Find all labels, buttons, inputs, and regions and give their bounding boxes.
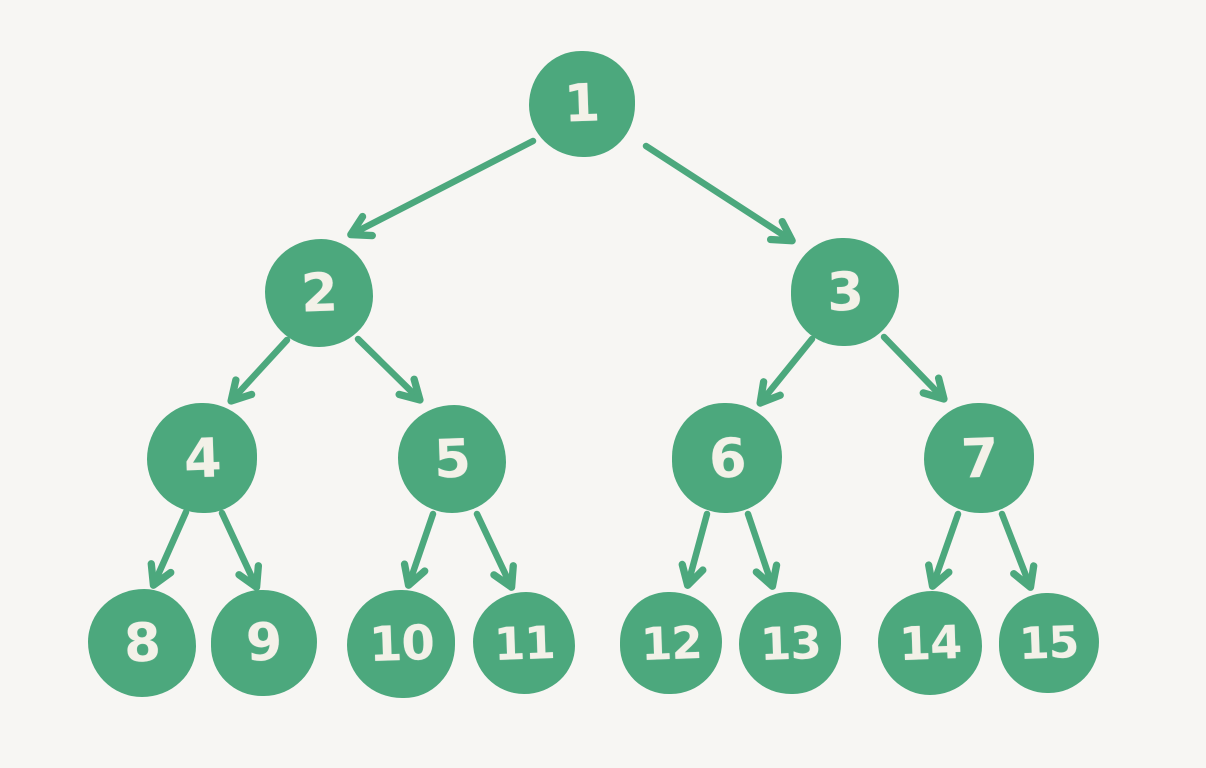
tree-node-label: 11 bbox=[492, 615, 556, 671]
tree-node-1: 1 bbox=[529, 51, 635, 157]
tree-edge-2-5 bbox=[354, 335, 424, 404]
tree-node-label: 12 bbox=[639, 615, 703, 671]
tree-node-label: 7 bbox=[959, 425, 999, 491]
tree-node-label: 10 bbox=[367, 614, 435, 674]
tree-node-label: 5 bbox=[432, 427, 471, 491]
tree-node-label: 14 bbox=[898, 614, 962, 672]
tree-edge-2-4 bbox=[227, 336, 291, 405]
tree-node-2: 2 bbox=[265, 239, 373, 347]
tree-edge-1-3 bbox=[642, 142, 796, 245]
tree-edge-3-7 bbox=[880, 333, 948, 403]
tree-node-15: 15 bbox=[999, 593, 1099, 693]
tree-node-8: 8 bbox=[88, 589, 196, 697]
tree-edge-7-15 bbox=[998, 510, 1038, 591]
tree-edge-6-12 bbox=[678, 510, 711, 589]
tree-node-12: 12 bbox=[620, 592, 722, 694]
tree-node-3: 3 bbox=[791, 238, 899, 346]
tree-node-11: 11 bbox=[473, 592, 575, 694]
tree-edge-5-11 bbox=[473, 510, 517, 591]
tree-node-9: 9 bbox=[211, 590, 317, 696]
tree-node-13: 13 bbox=[739, 592, 841, 694]
tree-edge-4-8 bbox=[147, 508, 190, 589]
tree-node-label: 13 bbox=[758, 615, 822, 671]
tree-edge-7-14 bbox=[925, 510, 962, 590]
tree-edge-5-10 bbox=[400, 510, 437, 589]
tree-edge-3-6 bbox=[756, 335, 816, 407]
tree-node-5: 5 bbox=[398, 405, 506, 513]
tree-node-4: 4 bbox=[147, 403, 257, 513]
tree-node-6: 6 bbox=[672, 403, 782, 513]
tree-node-10: 10 bbox=[347, 590, 455, 698]
tree-node-label: 8 bbox=[122, 611, 161, 675]
tree-edge-4-9 bbox=[218, 509, 263, 591]
tree-node-label: 4 bbox=[182, 425, 222, 491]
tree-node-14: 14 bbox=[878, 591, 982, 695]
tree-node-label: 9 bbox=[245, 612, 283, 674]
tree-edge-6-13 bbox=[744, 510, 781, 590]
tree-node-label: 3 bbox=[825, 260, 864, 324]
tree-node-label: 15 bbox=[1018, 616, 1080, 670]
tree-node-label: 1 bbox=[563, 73, 601, 135]
tree-node-label: 2 bbox=[299, 261, 338, 325]
tree-node-label: 6 bbox=[707, 425, 747, 491]
tree-node-7: 7 bbox=[924, 403, 1034, 513]
tree-edge-1-2 bbox=[347, 137, 537, 240]
